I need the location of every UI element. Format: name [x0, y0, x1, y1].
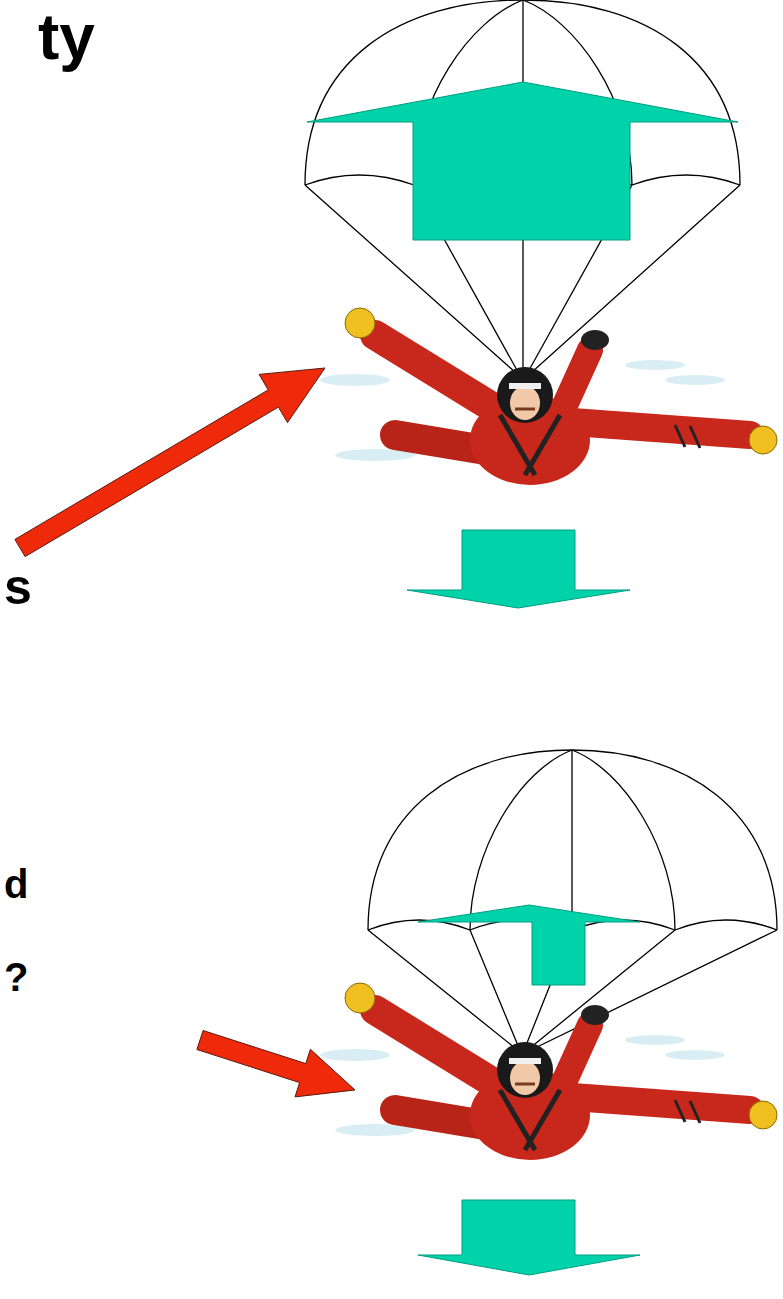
text-fragment: s	[4, 560, 32, 615]
title-fragment: ty	[38, 2, 95, 72]
text-fragment: ?	[4, 955, 28, 999]
text-fragment: d	[4, 862, 28, 906]
